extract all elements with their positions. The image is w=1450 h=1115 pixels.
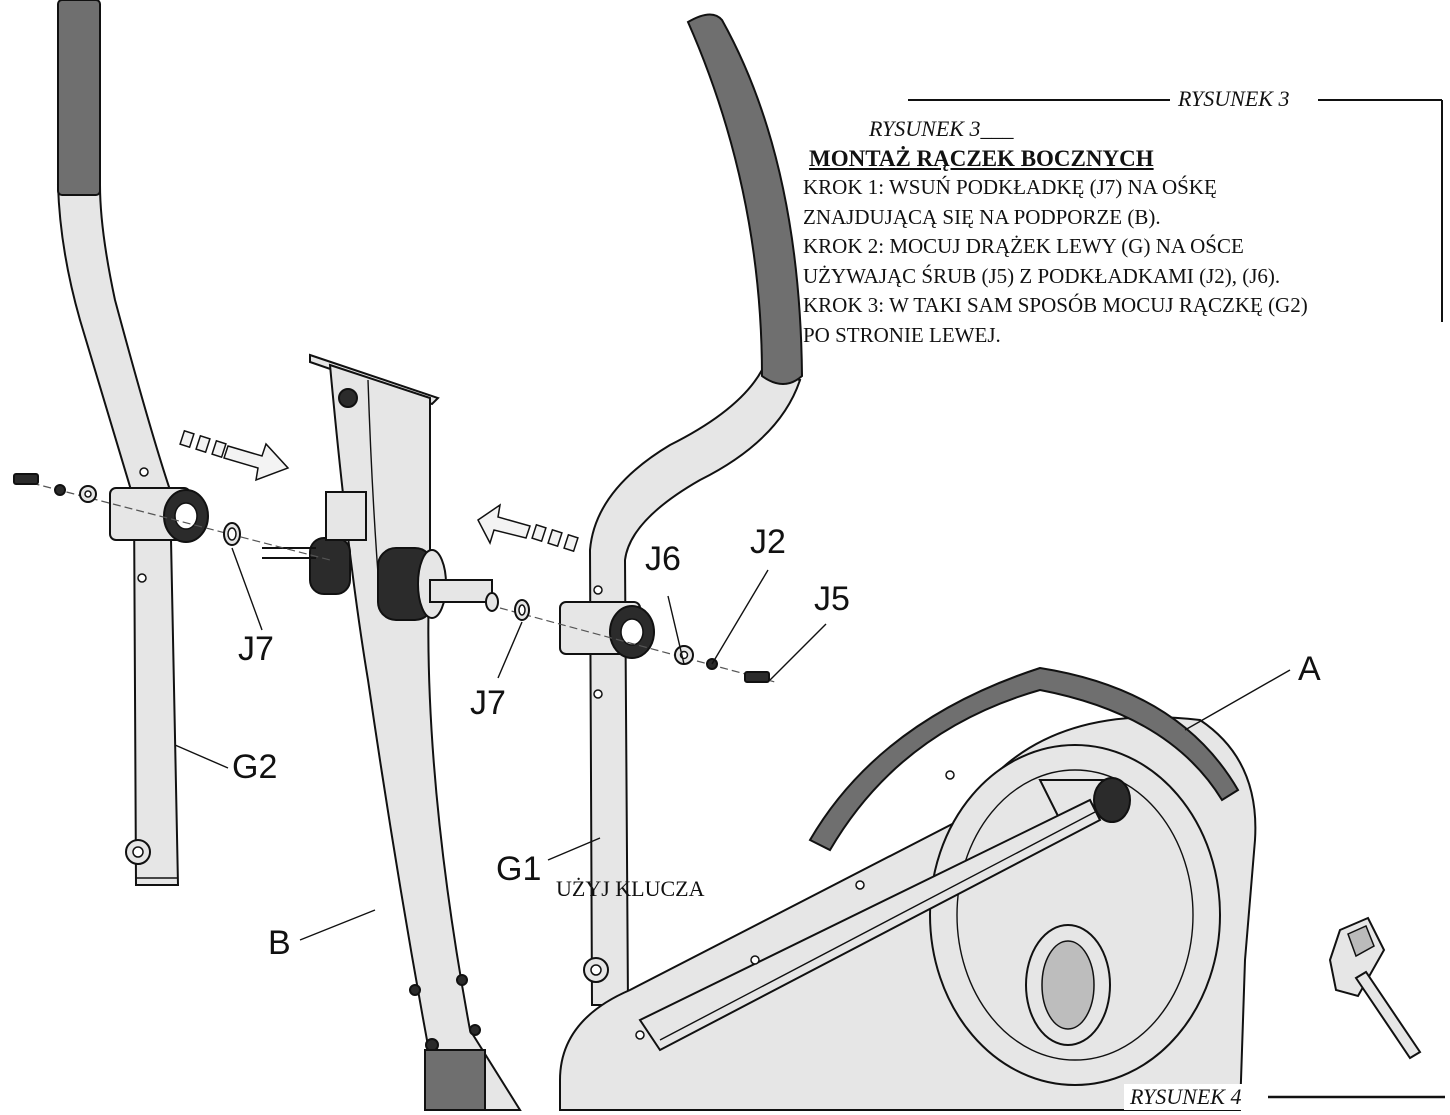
label-a: A [1298,650,1321,688]
base-frame-a [559,666,1257,1111]
instruction-line: KROK 3: W TAKI SAM SPOSÓB MOCUJ RĄCZKĘ (… [803,293,1308,317]
label-j2: J2 [750,523,786,561]
instruction-subtitle: RYSUNEK 3___ [869,116,1014,141]
instruction-line: KROK 1: WSUŃ PODKŁADKĘ (J7) NA OŚKĘ [803,175,1217,199]
instruction-line: KROK 2: MOCUJ DRĄŻEK LEWY (G) NA OŚCE [803,234,1244,258]
figure-header-frame [908,99,1443,322]
instruction-line: PO STRONIE LEWEJ. [803,322,1001,347]
label-j7-right: J7 [470,684,506,722]
handlebar-g1 [559,13,804,1006]
label-g2: G2 [232,748,278,786]
fastener-set-left [13,473,331,561]
leader-lines [174,547,1291,941]
label-g1: G1 [496,850,542,888]
label-b: B [268,924,291,962]
handlebar-g2 [56,0,209,886]
fastener-set-right [499,599,776,683]
tool-note: UŻYJ KLUCZA [556,876,705,901]
figure-footer-title: RYSUNEK 4 [1124,1084,1248,1110]
instruction-line: UŻYWAJĄC ŚRUB (J5) Z PODKŁADKAMI (J2), (… [803,263,1281,288]
label-j7-left: J7 [238,630,274,668]
instruction-panel: RYSUNEK 3___ MONTAŻ RĄCZEK BOCZNYCH KROK… [803,114,1443,350]
figure-header-title: RYSUNEK 3 [1172,86,1296,112]
label-j6: J6 [645,540,681,578]
upright-b [262,353,522,1111]
instruction-title: MONTAŻ RĄCZEK BOCZNYCH [809,145,1154,171]
arrow-left-icon [477,503,579,553]
arrow-right-icon [179,429,290,482]
instruction-line: ZNAJDUJĄCĄ SIĘ NA PODPORZE (B). [803,204,1161,229]
label-j5: J5 [814,580,850,618]
wrench-icon [1328,916,1422,1060]
